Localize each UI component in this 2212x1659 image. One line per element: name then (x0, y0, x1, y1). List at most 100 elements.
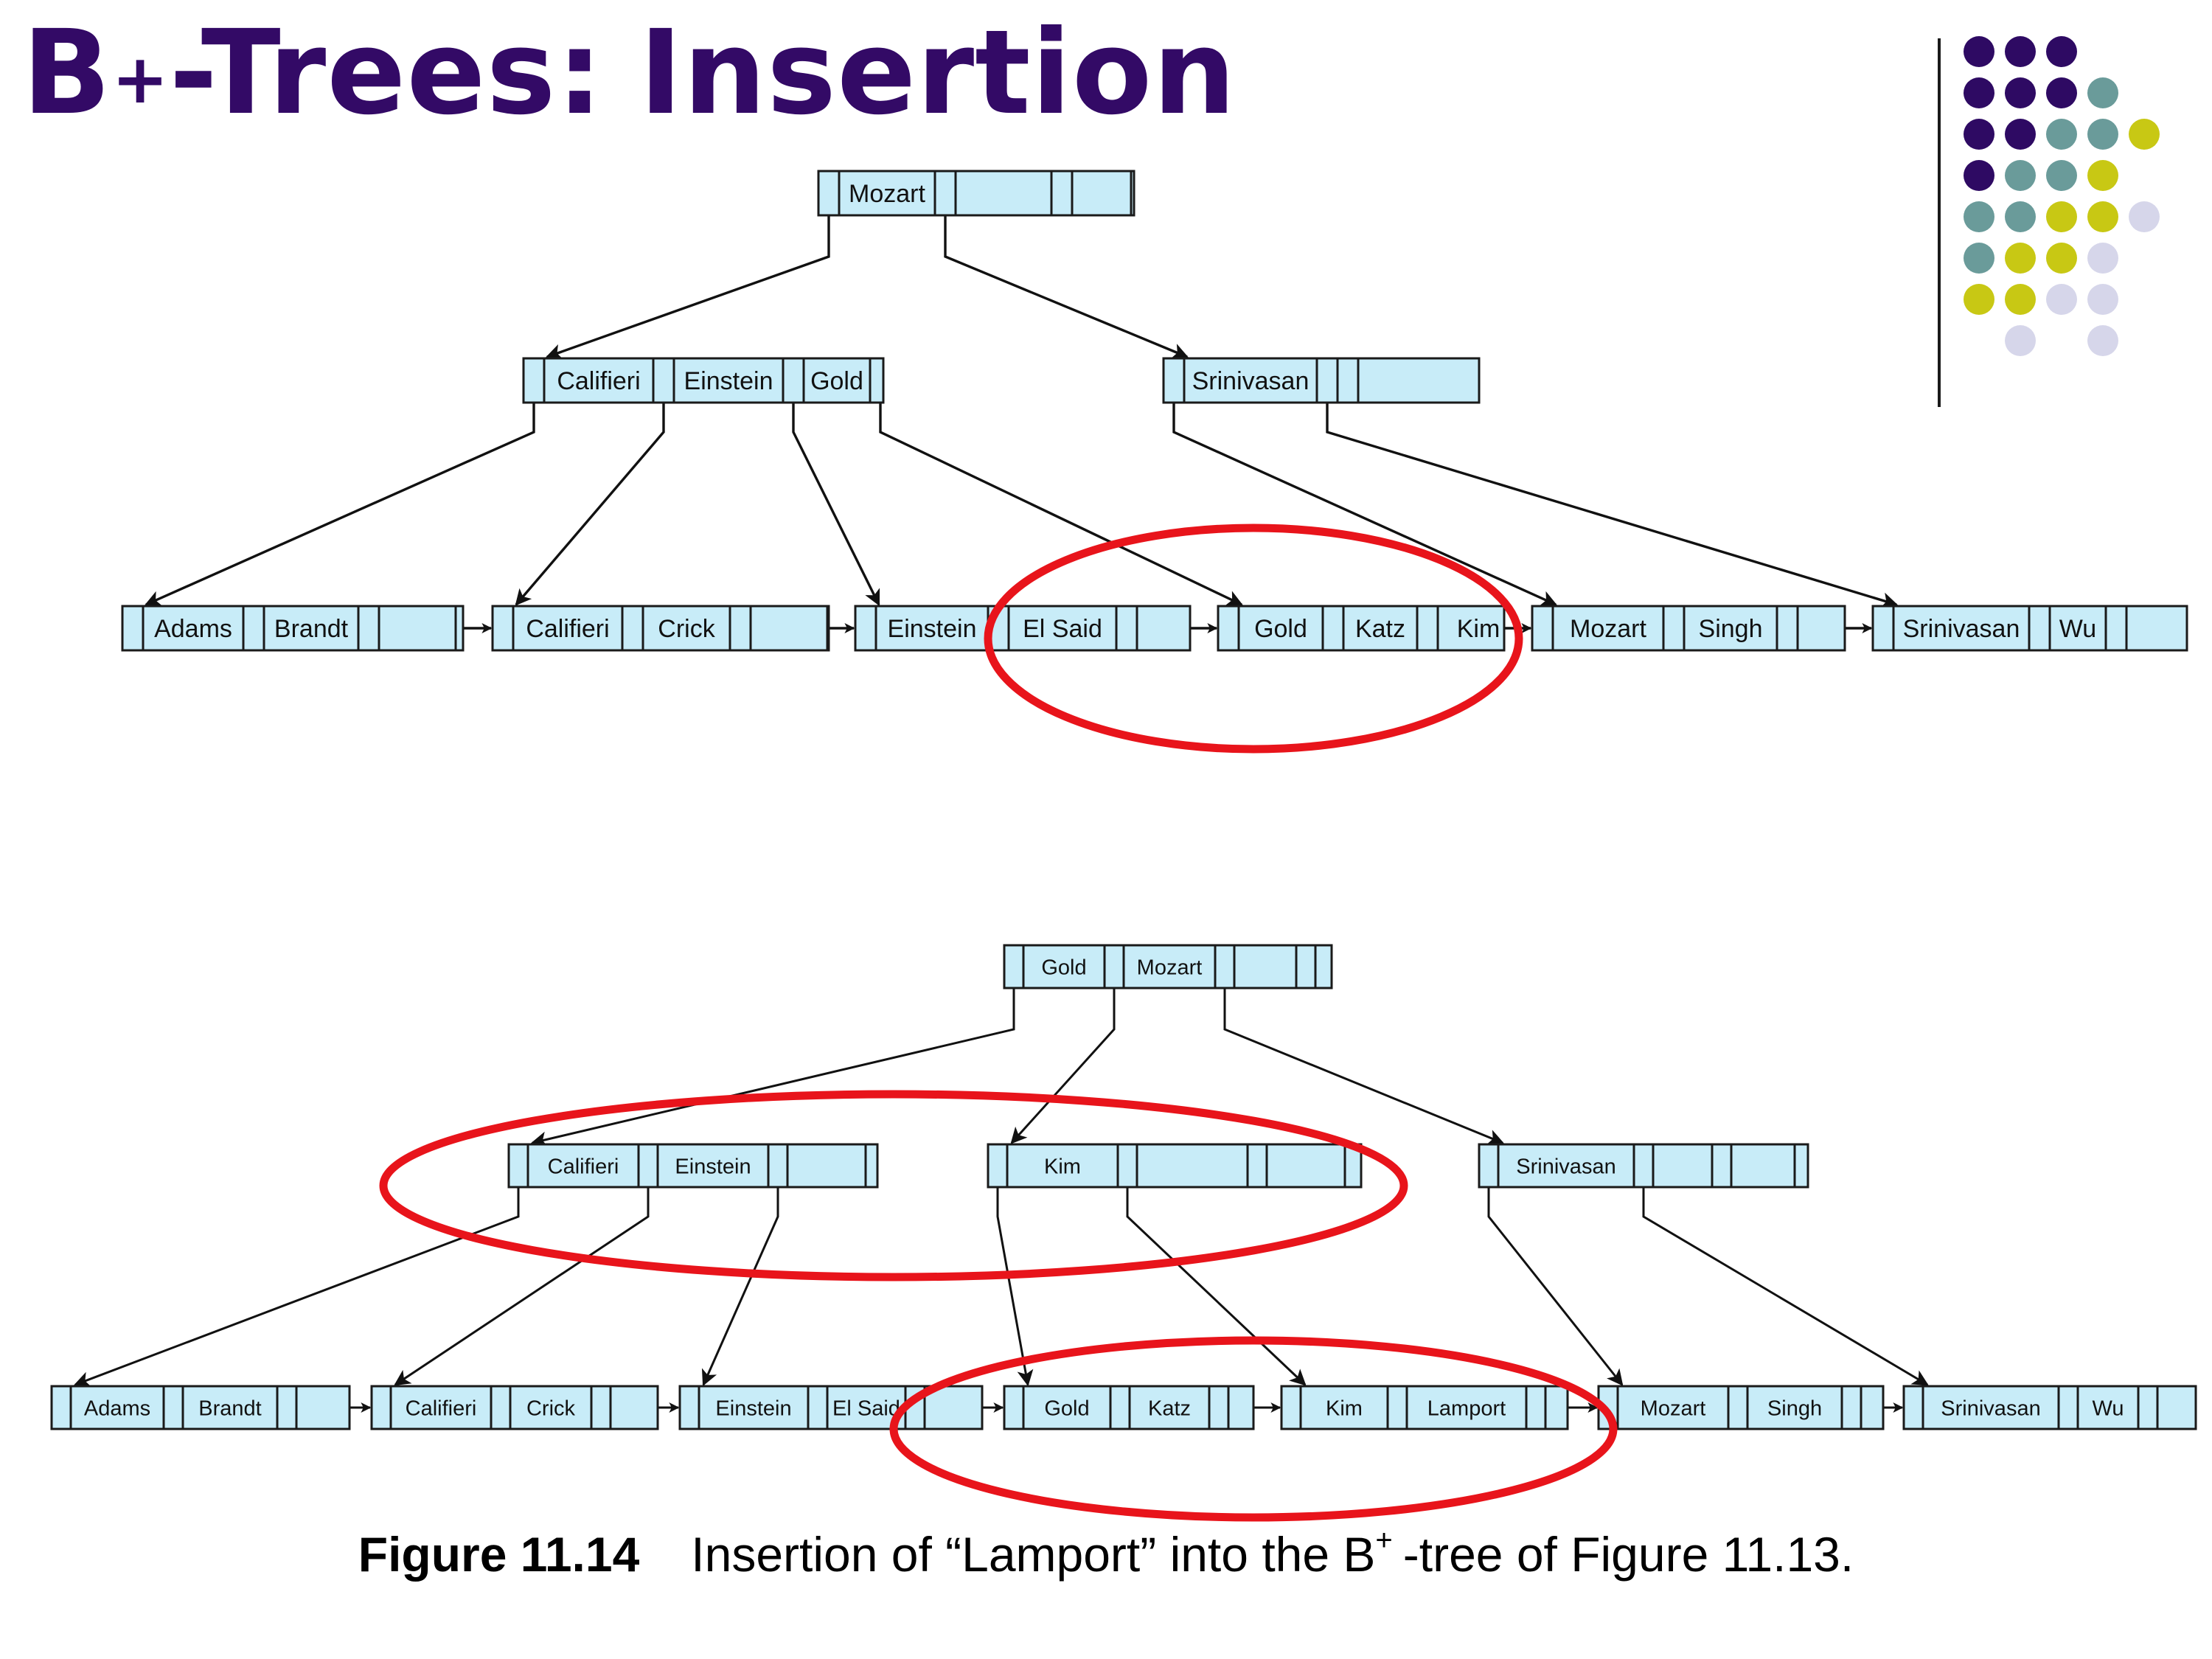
slide-title-suffix: Insertion (639, 5, 1237, 141)
decorative-dot (2005, 243, 2036, 274)
before-leaf-node-box (1217, 605, 1506, 652)
before-internal-node-key: Califieri (557, 367, 640, 395)
after-internal-node-key: Kim (1044, 1155, 1081, 1178)
decorative-dot (2005, 36, 2036, 67)
after-internal-node-key: Einstein (675, 1155, 751, 1178)
before-root-node-key: Mozart (849, 180, 925, 208)
after-leaf-node-key: Crick (526, 1397, 576, 1420)
decorative-dot (2046, 160, 2077, 191)
after-leaf-node-key: Einstein (715, 1397, 791, 1420)
after-leaf-node: Califieri Crick (370, 1385, 659, 1430)
decorative-dot (2087, 243, 2118, 274)
decorative-dot (2087, 77, 2118, 108)
after-leaf-node-key: Lamport (1427, 1397, 1506, 1420)
before-internal-node-box (522, 357, 885, 404)
slide-title: B+-Trees:Insertion (22, 3, 1237, 160)
caption-superscript: + (1375, 1524, 1393, 1557)
before-leaf-node-key: Califieri (526, 615, 609, 643)
after-internal-node-key: Califieri (548, 1155, 619, 1178)
after-leaf-node: Einstein El Said (678, 1385, 984, 1430)
after-internal-node-box (987, 1143, 1363, 1189)
decorative-dot-grid (1964, 36, 2160, 356)
decorative-dot (1964, 284, 1994, 315)
before-leaf-node: Mozart Singh (1531, 605, 1846, 652)
before-affected-leaf-highlight (984, 524, 1523, 754)
after-root-node: Gold Mozart (1003, 944, 1333, 990)
after-root-node-key: Mozart (1137, 956, 1203, 979)
slide-title-superscript: + (111, 40, 170, 119)
after-internal-split-highlight (379, 1090, 1408, 1281)
decorative-dot (1964, 201, 1994, 232)
before-leaf-node-key: Singh (1699, 615, 1763, 643)
decorative-dot (2046, 77, 2077, 108)
decorative-dot (2087, 325, 2118, 356)
after-child-pointer (73, 1147, 520, 1388)
after-internal-node-box (507, 1143, 879, 1189)
after-internal-node: Califieri Einstein (507, 1143, 879, 1189)
before-internal-node-key: Srinivasan (1192, 367, 1310, 395)
before-leaf-node-key: Srinivasan (1903, 615, 2020, 643)
decorative-dot (2005, 284, 2036, 315)
decorative-dot (2129, 119, 2160, 150)
decorative-dot (2087, 284, 2118, 315)
after-leaf-node-key: Adams (84, 1397, 150, 1420)
title-divider (1938, 38, 1941, 407)
after-leaf-node-key: El Said (832, 1397, 900, 1420)
decorative-dot (2046, 119, 2077, 150)
decorative-dot (2046, 201, 2077, 232)
before-leaf-node-key: Crick (658, 615, 715, 643)
before-internal-node: Srinivasan (1162, 357, 1481, 404)
before-child-pointer (144, 361, 535, 607)
highlight-ellipses (379, 524, 1618, 1522)
after-internal-node: Kim (987, 1143, 1363, 1189)
before-leaf-node-key: Brandt (274, 615, 349, 643)
before-leaf-node-box (121, 605, 465, 652)
before-child-pointer (545, 174, 830, 360)
slide-title-middle: -Trees: (169, 5, 604, 141)
after-leaf-node-key: Califieri (406, 1397, 477, 1420)
decorative-dot (1964, 77, 1994, 108)
after-leaf-node-key: Srinivasan (1941, 1397, 2040, 1420)
before-leaf-node-key: Adams (154, 615, 232, 643)
decorative-dot (2129, 201, 2160, 232)
after-root-node-box (1003, 944, 1333, 990)
after-internal-node: Srinivasan (1478, 1143, 1809, 1189)
after-leaf-node-box (1597, 1385, 1885, 1430)
before-root-node: Mozart (817, 170, 1135, 217)
after-internal-node-box (1478, 1143, 1809, 1189)
after-internal-node-key: Srinivasan (1516, 1155, 1615, 1178)
after-leaf-node-key: Singh (1767, 1397, 1822, 1420)
before-leaf-node: Srinivasan Wu (1871, 605, 2188, 652)
decorative-dot (2005, 160, 2036, 191)
before-internal-node-box (1162, 357, 1481, 404)
decorative-dot (1964, 160, 1994, 191)
after-leaf-node-box (1902, 1385, 2197, 1430)
decorative-dot (2087, 119, 2118, 150)
before-leaf-node-key: Einstein (888, 615, 977, 643)
after-leaf-node: Srinivasan Wu (1902, 1385, 2197, 1430)
after-leaf-node-key: Wu (2093, 1397, 2124, 1420)
before-leaf-node-key: Mozart (1570, 615, 1646, 643)
after-root-node-key: Gold (1041, 956, 1086, 979)
before-leaf-node-key: Wu (2059, 615, 2096, 643)
after-leaf-node-box (50, 1385, 351, 1430)
before-leaf-node: Adams Brandt (121, 605, 465, 652)
decorative-dot (2046, 36, 2077, 67)
before-leaf-node-key: Gold (1254, 615, 1307, 643)
decorative-dot (2046, 284, 2077, 315)
before-leaf-node-box (491, 605, 830, 652)
decorative-dot (2005, 325, 2036, 356)
caption-text: Insertion of “Lamport” into the B (691, 1527, 1376, 1582)
decorative-dot (2046, 243, 2077, 274)
decorative-dot (2005, 119, 2036, 150)
before-edges (144, 174, 1899, 633)
caption-text-end: -tree of Figure 11.13. (1402, 1527, 1854, 1582)
